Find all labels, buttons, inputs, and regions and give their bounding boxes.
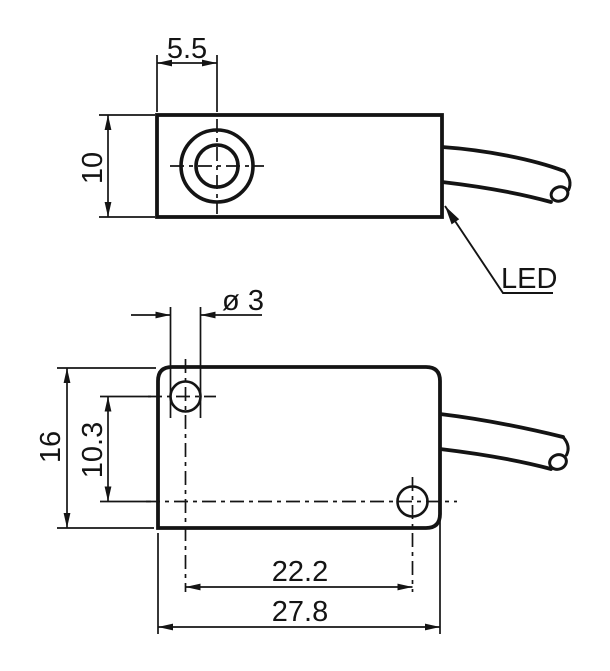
- dimension-hole-vertical-offset: 10.3: [77, 396, 112, 502]
- arrowhead-left: [157, 59, 172, 67]
- led-leader-line: [444, 205, 553, 294]
- dim-label-hole-diameter: ø 3: [222, 285, 264, 317]
- led-label: LED: [501, 263, 557, 295]
- cable-end-circle: [548, 453, 568, 471]
- dim-label-hole-vertical-offset: 10.3: [77, 422, 109, 478]
- arrowhead-up: [63, 368, 71, 383]
- dim-label-top-height: 16: [35, 431, 67, 463]
- cable-top-edge: [440, 145, 566, 173]
- arrowhead-right: [397, 583, 413, 591]
- arrowhead-right: [425, 623, 440, 631]
- sensor-body-top: [156, 365, 442, 530]
- cable-top-view: [438, 412, 570, 471]
- led-callout: LED: [444, 205, 557, 295]
- side-view: 5.5 10 LED: [77, 33, 572, 295]
- dim-label-top-width: 27.8: [272, 596, 328, 628]
- dim-label-offset: 5.5: [167, 33, 207, 65]
- cable-end-cap: [562, 169, 572, 192]
- arrowhead-left: [185, 583, 201, 591]
- arrowhead-down: [104, 202, 112, 217]
- arrowhead-right: [155, 311, 171, 319]
- arrowhead-right: [202, 59, 217, 67]
- dimension-side-height: 10: [77, 114, 155, 218]
- led-arrowhead: [445, 206, 460, 225]
- cable-bottom-edge: [440, 180, 553, 204]
- dimension-top-width: 27.8: [157, 519, 441, 634]
- dim-label-hole-spacing: 22.2: [272, 556, 328, 588]
- arrowhead-up: [104, 396, 112, 412]
- cable-end-cap: [561, 435, 570, 457]
- top-view: ø 3 16 10.3 22.2: [35, 285, 570, 634]
- dimension-top-height: 16: [35, 367, 156, 529]
- arrowhead-up: [104, 115, 112, 130]
- dim-label-side-height: 10: [77, 152, 109, 184]
- dimension-hole-diameter: ø 3: [131, 285, 264, 418]
- cable-bottom-edge: [438, 447, 553, 471]
- arrowhead-left: [158, 623, 173, 631]
- arrowhead-down: [63, 513, 71, 528]
- arrowhead-left: [200, 311, 216, 319]
- arrowhead-down: [104, 486, 112, 502]
- dimension-offset: 5.5: [156, 33, 218, 112]
- dimension-hole-spacing: 22.2: [185, 556, 413, 591]
- cable-side-view: [440, 145, 572, 204]
- cable-end-circle: [549, 185, 570, 203]
- cable-top-edge: [438, 412, 565, 439]
